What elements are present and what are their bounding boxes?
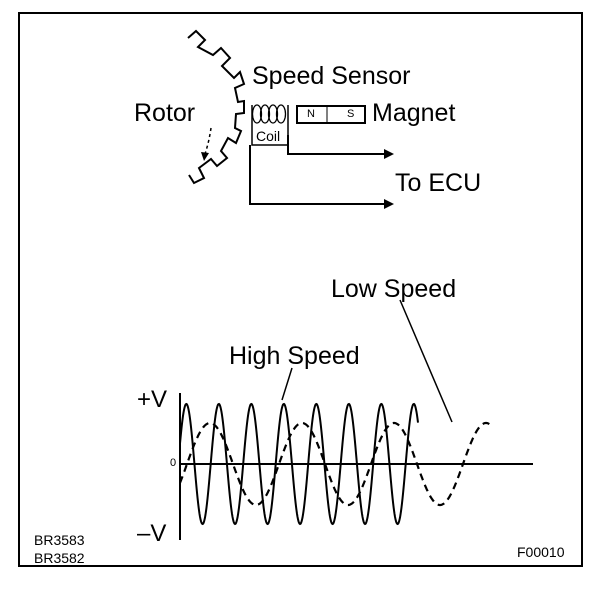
low-speed-leader xyxy=(399,299,453,423)
wire-upper xyxy=(287,135,384,155)
code-label-2: BR3582 xyxy=(34,550,85,566)
rotor-label: Rotor xyxy=(134,99,196,127)
low-speed-waveform xyxy=(178,421,491,507)
wire-lower-arrowhead xyxy=(384,199,394,209)
high-speed-leader xyxy=(281,367,293,401)
wire-lower xyxy=(249,145,384,205)
to-ecu-label: To ECU xyxy=(395,169,482,197)
high-speed-label: High Speed xyxy=(229,342,360,370)
coil-windings xyxy=(251,104,287,124)
zero-label: 0 xyxy=(170,457,177,469)
magnet-box xyxy=(296,105,366,124)
magnet-label: Magnet xyxy=(372,99,456,127)
high-speed-waveform xyxy=(179,402,419,526)
minus-v-label: –V xyxy=(137,520,167,547)
low-speed-label: Low Speed xyxy=(331,275,457,303)
rotation-arrowhead xyxy=(201,152,209,161)
rotation-arrow xyxy=(204,127,212,155)
wire-upper-arrowhead xyxy=(384,149,394,159)
magnet-n-label: N xyxy=(307,108,315,120)
coil-label: Coil xyxy=(256,128,281,144)
rotor-teeth xyxy=(187,29,246,185)
plus-v-label: +V xyxy=(137,386,168,413)
code-label-1: BR3583 xyxy=(34,532,85,548)
figure-id-label: F00010 xyxy=(517,544,565,560)
speed-sensor-label: Speed Sensor xyxy=(252,62,411,90)
figure-frame xyxy=(18,12,583,567)
coil-core xyxy=(251,105,289,146)
magnet-s-label: S xyxy=(347,108,355,120)
